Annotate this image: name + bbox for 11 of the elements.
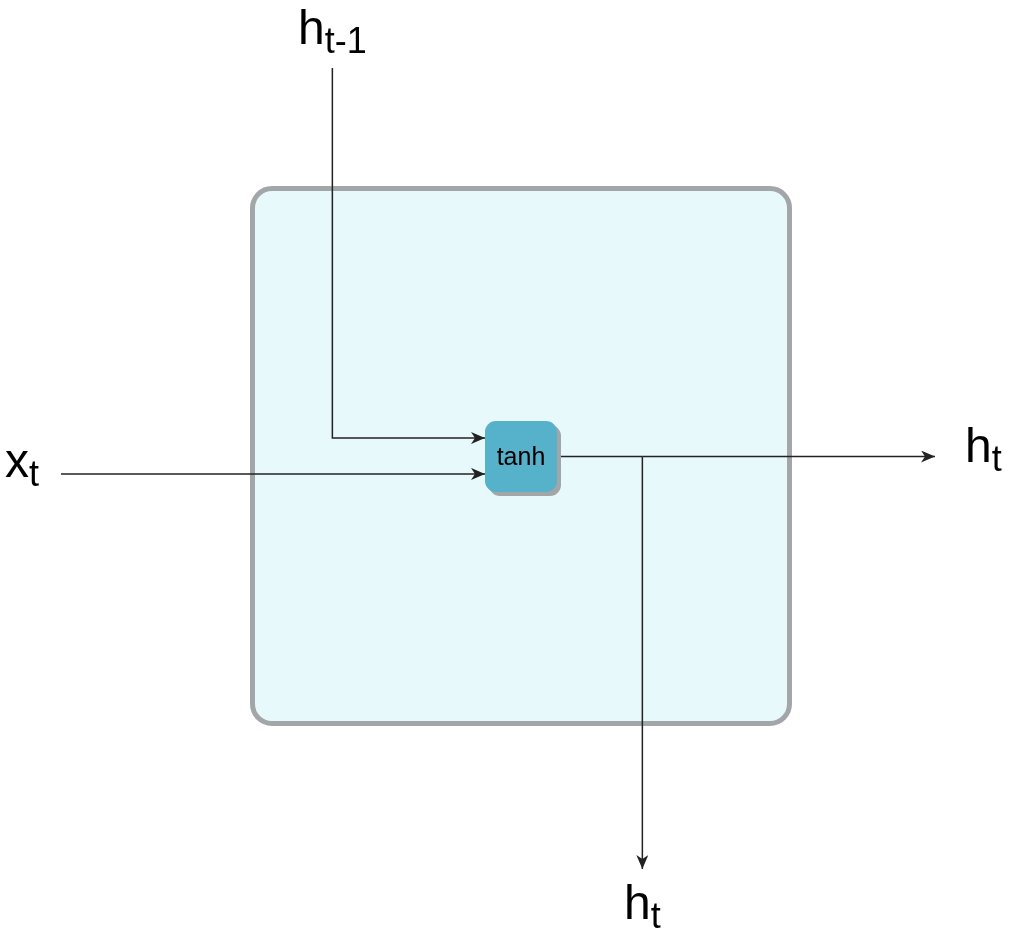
arrow [331,67,486,445]
variable-label: h$_{t}$ [624,879,661,927]
variable-label: h$_{t-1}$ [298,4,367,52]
variable-label: x$_{t}$ [5,437,39,485]
arrow [60,467,486,480]
connector-line [560,455,644,458]
block-label: tanh [496,444,546,469]
arrow [641,450,936,463]
arrow [636,455,649,870]
cell-panel [250,186,792,726]
variable-label: h$_{t}$ [965,422,1002,470]
